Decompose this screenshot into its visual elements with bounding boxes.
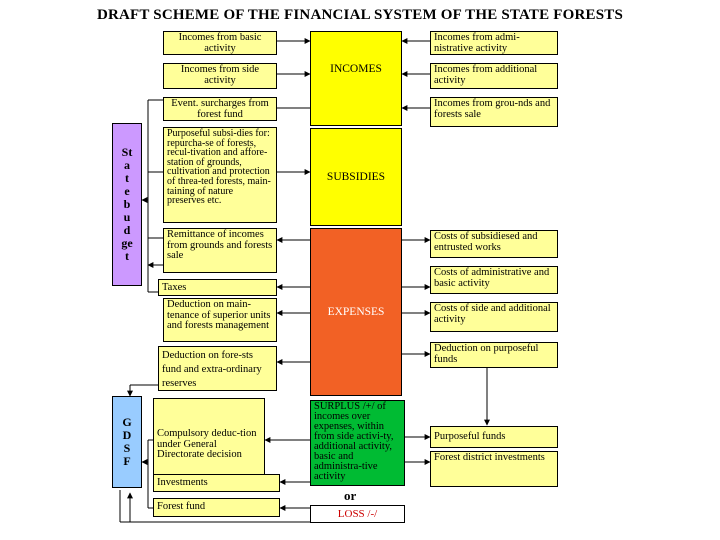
incomes-grounds-forests: Incomes from grou-nds and forests sale [430,97,558,127]
purposeful-funds: Purposeful funds [430,426,558,448]
incomes-additional: Incomes from additional activity [430,63,558,89]
deduction-forests-fund: Deduction on fore-sts fund and extra-ord… [158,346,277,391]
incomes-basic-activity: Incomes from basic activity [163,31,277,55]
deduction-purposeful: Deduction on purposeful funds [430,342,558,368]
subsidies-box: SUBSIDIES [310,128,402,226]
event-surcharges: Event. surcharges from forest fund [163,97,277,121]
gdsf-box: G D S F [112,396,142,488]
costs-subsidised: Costs of subsidiesed and entrusted works [430,230,558,258]
deduction-maintenance: Deduction on main-tenance of superior un… [163,298,277,342]
purposeful-subsidies: Purposeful subsi-dies for: repurcha-se o… [163,127,277,223]
costs-side: Costs of side and additional activity [430,302,558,332]
investments: Investments [153,474,280,492]
loss-box: LOSS /-/ [310,505,405,523]
forest-district-investments: Forest district investments [430,451,558,487]
forest-fund: Forest fund [153,498,280,517]
remittance-incomes: Remittance of incomes from grounds and f… [163,228,277,273]
or-label: or [344,488,357,503]
costs-administrative: Costs of administrative and basic activi… [430,266,558,294]
incomes-side-activity: Incomes from side activity [163,63,277,89]
taxes: Taxes [158,279,277,296]
state-budget-box: St a t e b u d ge t [112,123,142,286]
diagram-title: DRAFT SCHEME OF THE FINANCIAL SYSTEM OF … [96,7,624,23]
expenses-box: EXPENSES [310,228,402,396]
state-budget-letters: St a t e b u d ge t [121,145,133,263]
incomes-administrative: Incomes from admi-nistrative activity [430,31,558,55]
surplus-box: SURPLUS /+/ of incomes over expenses, wi… [310,400,405,486]
gdsf-letters: G D S F [122,415,132,468]
incomes-box: INCOMES [310,31,402,126]
